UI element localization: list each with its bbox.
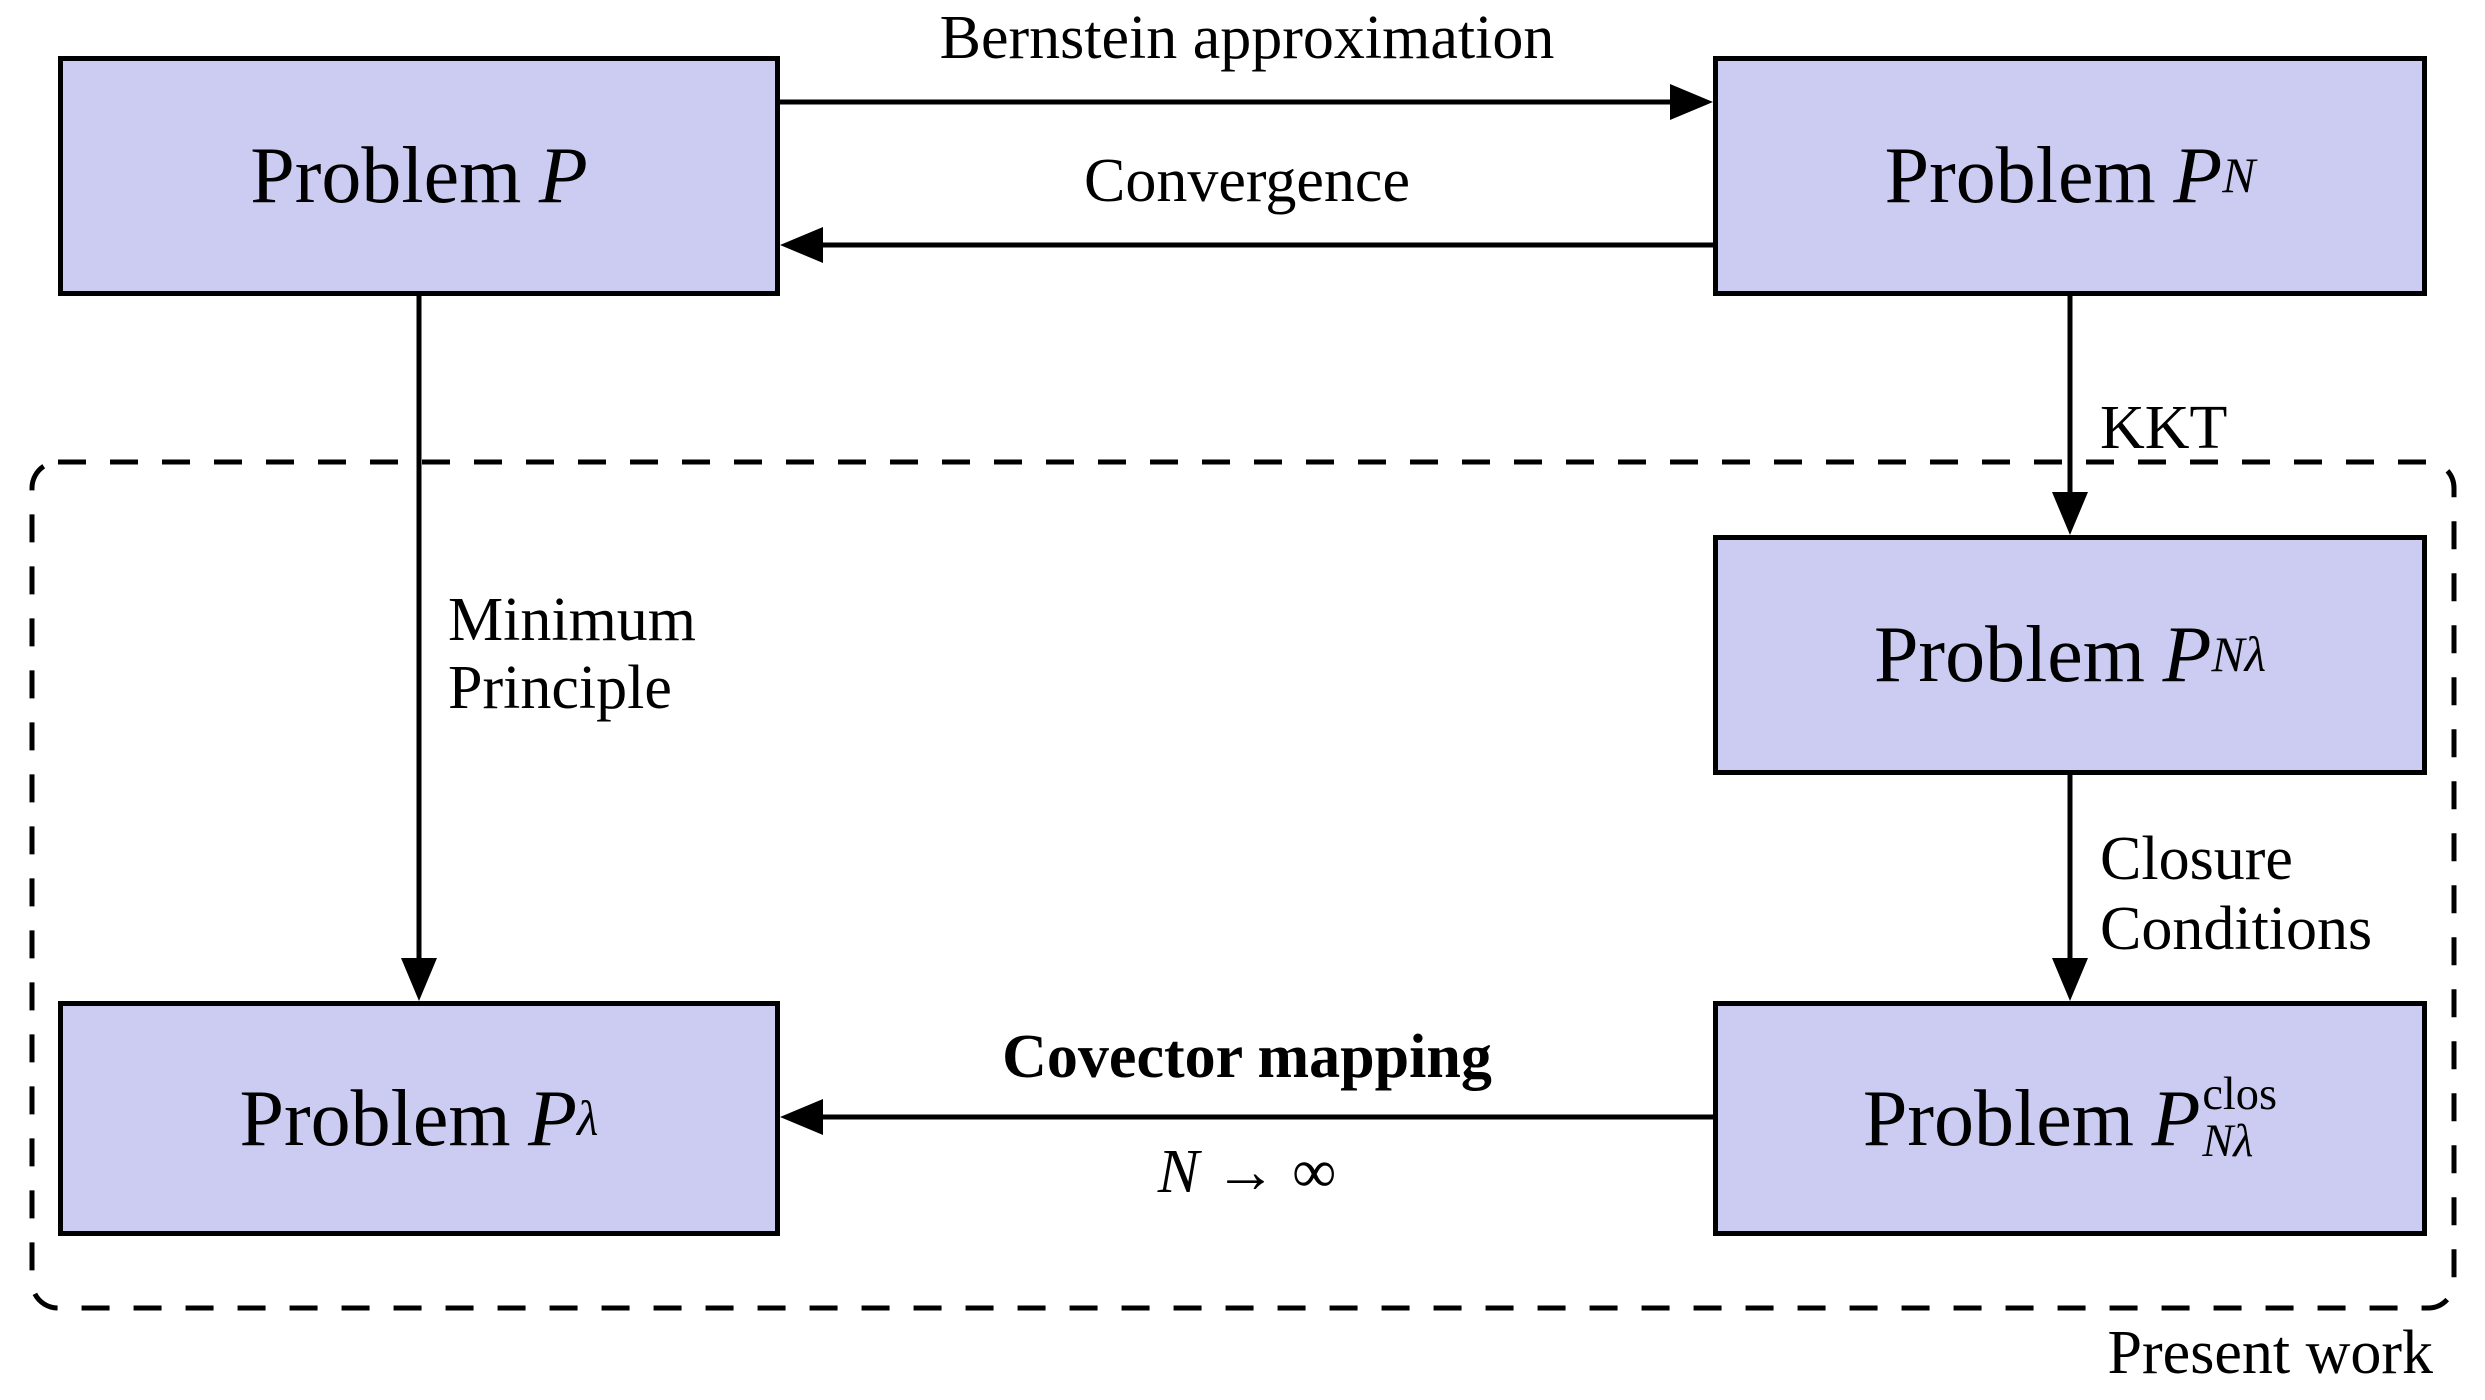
box-subscript: λ	[577, 1090, 599, 1146]
box-symbol: P	[528, 1074, 578, 1163]
box-label: Problem	[1862, 1074, 2135, 1163]
minimum-principle-arrowhead	[401, 958, 437, 1001]
box-symbol: P	[2162, 611, 2212, 699]
closure-conditions-label: Closure Conditions	[2100, 824, 2372, 964]
convergence-arrowhead	[780, 227, 823, 263]
closure-conditions-arrowhead	[2052, 958, 2088, 1001]
box-subscript: Nλ	[2202, 1115, 2254, 1167]
arrow-infinity-text: → ∞	[1199, 1138, 1337, 1206]
present-work-label: Present work	[2107, 1319, 2433, 1387]
box-label: Problem	[239, 1074, 511, 1163]
box-label: Problem	[1884, 132, 2156, 220]
present-work-frame	[29, 459, 2457, 1311]
box-symbol: P	[538, 132, 588, 220]
kkt-arrow	[2052, 296, 2088, 535]
covector-mapping-arrowhead	[780, 1099, 823, 1135]
kkt-arrowhead	[2052, 492, 2088, 535]
box-label: Problem	[250, 132, 522, 220]
bernstein-arrowhead	[1670, 84, 1713, 120]
bernstein-arrow	[780, 84, 1713, 120]
minimum-principle-label-line2: Principle	[448, 654, 672, 722]
closure-conditions-arrow	[2052, 775, 2088, 1001]
minimum-principle-label: Minimum Principle	[448, 586, 696, 722]
covector-mapping-label: Covector mapping	[1002, 1023, 1492, 1091]
box-label: Problem	[1873, 611, 2146, 699]
box-symbol: P	[2151, 1074, 2201, 1163]
convergence-label: Convergence	[1084, 147, 1410, 215]
box-subscript: Nλ	[2211, 627, 2267, 683]
minimum-principle-arrow	[401, 296, 437, 1001]
closure-conditions-label-line1: Closure	[2100, 825, 2293, 893]
covector-mapping-arrow	[780, 1099, 1713, 1135]
n-symbol: N	[1157, 1138, 1200, 1206]
minimum-principle-label-line1: Minimum	[448, 586, 697, 654]
box-subscript: N	[2222, 148, 2256, 204]
bernstein-approximation-label: Bernstein approximation	[939, 4, 1555, 72]
closure-conditions-label-line2: Conditions	[2100, 895, 2373, 963]
n-to-infinity-label: N → ∞	[1158, 1141, 1337, 1203]
box-symbol: P	[2173, 132, 2223, 220]
box-superscript: clos	[2202, 1069, 2278, 1121]
convergence-arrow	[780, 227, 1713, 263]
kkt-label: KKT	[2100, 394, 2228, 462]
